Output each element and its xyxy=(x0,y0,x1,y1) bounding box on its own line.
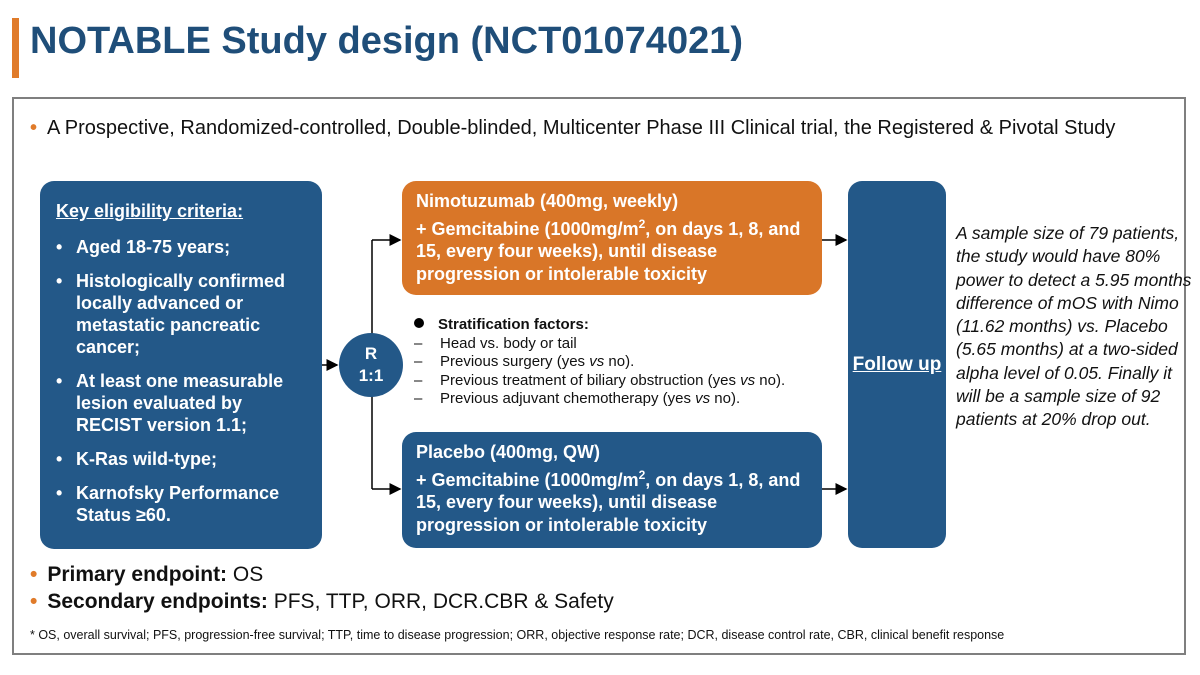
secondary-endpoints-label: Secondary endpoints: xyxy=(47,590,268,613)
arm1-regimen: + Gemcitabine (1000mg/m2, on days 1, 8, … xyxy=(416,216,801,284)
eligibility-item: Karnofsky Performance Status ≥60. xyxy=(56,482,308,526)
arm2-regimen: + Gemcitabine (1000mg/m2, on days 1, 8, … xyxy=(416,467,801,535)
bullet-dot: • xyxy=(30,563,38,586)
title-accent-bar xyxy=(12,18,19,78)
stratification-item: Previous surgery (yes vs no). xyxy=(412,353,852,372)
stratification-item: Previous treatment of biliary obstructio… xyxy=(412,372,852,391)
randomization-node: R 1:1 xyxy=(339,333,403,397)
stratification-item: Previous adjuvant chemotherapy (yes vs n… xyxy=(412,390,852,409)
primary-endpoint: • Primary endpoint: OS xyxy=(30,562,263,588)
eligibility-item: Aged 18-75 years; xyxy=(56,236,308,258)
intro-bullet: • A Prospective, Randomized-controlled, D… xyxy=(30,115,1182,141)
randomization-label: R xyxy=(364,344,378,363)
eligibility-list: Aged 18-75 years; Histologically confirm… xyxy=(56,236,308,526)
primary-endpoint-label: Primary endpoint: xyxy=(47,563,228,586)
sample-size-note: A sample size of 79 patients, the study … xyxy=(956,223,1192,430)
followup-label: Follow up xyxy=(852,353,942,375)
arm2-drug: Placebo (400mg, QW) xyxy=(416,442,601,462)
primary-endpoint-value: OS xyxy=(227,563,264,586)
stratification-factors: Stratification factors: Head vs. body or… xyxy=(412,316,852,409)
eligibility-box: Key eligibility criteria: Aged 18-75 yea… xyxy=(40,181,322,549)
bullet-dot: • xyxy=(30,590,38,613)
intro-text: A Prospective, Randomized-controlled, Do… xyxy=(47,117,1116,139)
stratification-title: Stratification factors: xyxy=(412,316,852,335)
randomization-ratio: 1:1 xyxy=(358,366,384,385)
eligibility-item: At least one measurable lesion evaluated… xyxy=(56,370,308,436)
stratification-item: Head vs. body or tail xyxy=(412,335,852,354)
eligibility-item: Histologically confirmed locally advance… xyxy=(56,270,308,358)
eligibility-item: K-Ras wild-type; xyxy=(56,448,308,470)
followup-box: Follow up xyxy=(848,181,946,548)
arm1-drug: Nimotuzumab (400mg, weekly) xyxy=(416,191,679,211)
bullet-dot xyxy=(414,318,424,328)
secondary-endpoints-value: PFS, TTP, ORR, DCR.CBR & Safety xyxy=(267,590,614,613)
placebo-arm-box: Placebo (400mg, QW) + Gemcitabine (1000m… xyxy=(402,432,822,548)
content-frame xyxy=(12,97,1186,655)
bullet-dot: • xyxy=(30,117,38,139)
abbreviations-footnote: * OS, overall survival; PFS, progression… xyxy=(30,628,1005,642)
secondary-endpoints: • Secondary endpoints: PFS, TTP, ORR, DCR… xyxy=(30,589,614,615)
nimotuzumab-arm-box: Nimotuzumab (400mg, weekly) + Gemcitabin… xyxy=(402,181,822,295)
page-title: NOTABLE Study design (NCT01074021) xyxy=(30,20,744,62)
eligibility-title: Key eligibility criteria: xyxy=(56,201,244,221)
